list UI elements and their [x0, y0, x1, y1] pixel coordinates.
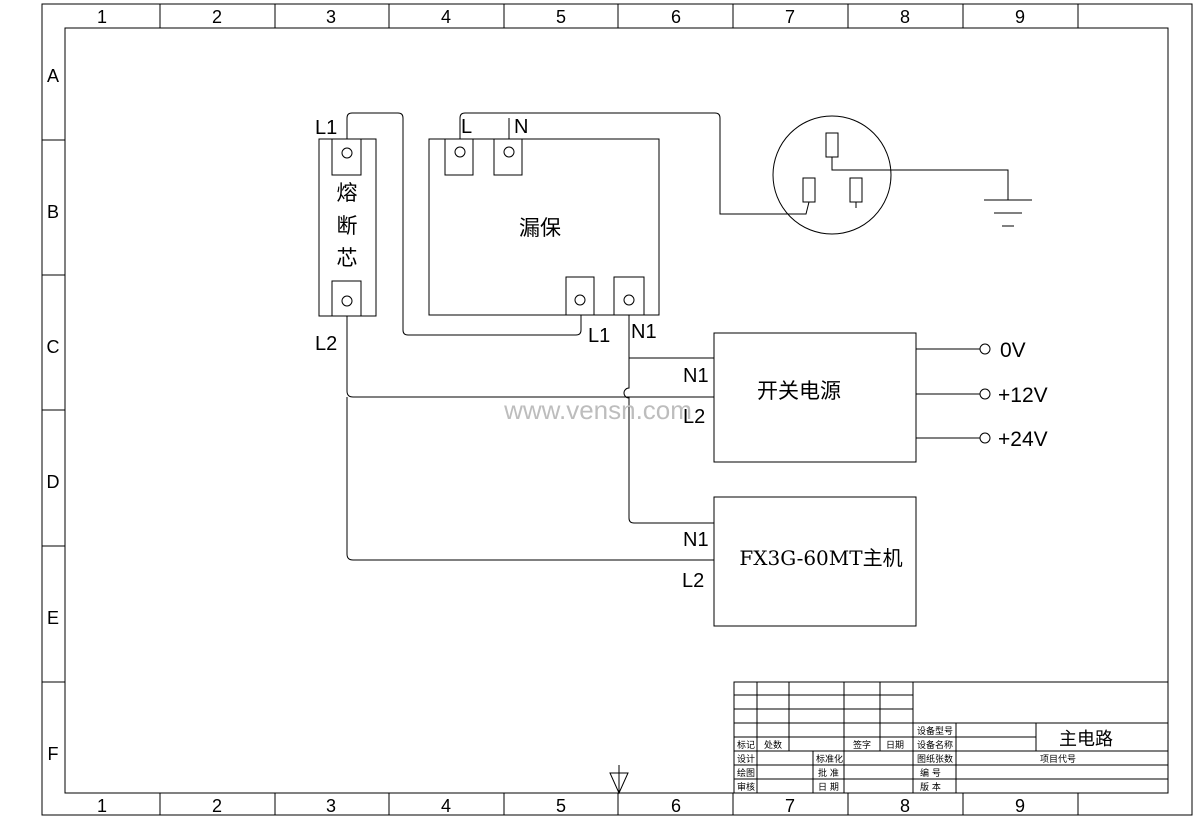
- col-label: 5: [556, 7, 566, 27]
- title-block: [733, 681, 1169, 794]
- row-label: D: [47, 472, 60, 492]
- tb-marker: 标记: [737, 739, 755, 751]
- col-label: 2: [212, 7, 222, 27]
- center-marker: [609, 765, 629, 795]
- plc-block: [713, 496, 917, 627]
- plc-terminal-l2: L2: [682, 570, 704, 592]
- plc-terminal-n1: N1: [683, 529, 709, 551]
- title-block-text: 标记 处数 签字 日期 设计 标准化 绘图 批 准 审核 日 期 设备型号 设备…: [737, 725, 1076, 793]
- col-label: 7: [785, 796, 795, 816]
- col-label: 3: [326, 7, 336, 27]
- row-label: E: [47, 608, 59, 628]
- leakage-breaker-label: 漏保: [519, 216, 561, 240]
- col-label: 1: [97, 7, 107, 27]
- wiring: [346, 112, 1009, 561]
- col-label: 8: [900, 7, 910, 27]
- psu-output-0v: 0V: [1000, 339, 1026, 362]
- fuse-terminal-l2: L2: [315, 333, 337, 355]
- breaker-terminal-l: L: [461, 116, 472, 138]
- column-labels-bottom: 1 2 3 4 5 6 7 8 9: [97, 796, 1025, 816]
- fuse-label-char: 熔: [337, 181, 358, 205]
- col-label: 1: [97, 796, 107, 816]
- col-label: 3: [326, 796, 336, 816]
- psu-terminal-l2: L2: [683, 406, 705, 428]
- tb-sign: 签字: [853, 739, 871, 751]
- tb-count: 处数: [764, 739, 782, 751]
- fuse-terminal-l1: L1: [315, 117, 337, 139]
- breaker-terminal-l1: L1: [588, 325, 610, 347]
- fuse-label: 熔 断 芯: [337, 181, 358, 270]
- col-label: 6: [671, 796, 681, 816]
- row-label: A: [47, 66, 59, 86]
- col-label: 8: [900, 796, 910, 816]
- breaker-terminal-n1: N1: [631, 321, 657, 343]
- col-label: 6: [671, 7, 681, 27]
- col-label: 9: [1015, 796, 1025, 816]
- col-label: 4: [441, 796, 451, 816]
- ground-icon: [984, 199, 1032, 227]
- tb-drawing-qty: 图纸张数: [917, 753, 953, 765]
- plc-label: FX3G-60MT主机: [739, 546, 902, 570]
- column-labels-top: 1 2 3 4 5 6 7 8 9: [97, 7, 1025, 27]
- psu-output-12v: +12V: [998, 384, 1048, 407]
- fuse-label-char: 芯: [337, 246, 358, 270]
- tb-design: 设计: [737, 753, 755, 765]
- row-label: F: [48, 744, 59, 764]
- row-label: C: [47, 337, 60, 357]
- tb-date-col: 日期: [886, 740, 904, 751]
- tb-version: 版 本: [920, 781, 941, 793]
- col-label: 2: [212, 796, 222, 816]
- drawing-title: 主电路: [1059, 729, 1113, 750]
- tb-serial-no: 编 号: [920, 767, 941, 779]
- tb-review: 审核: [737, 781, 755, 793]
- col-label: 5: [556, 796, 566, 816]
- fuse-label-char: 断: [337, 214, 358, 238]
- breaker-terminal-n: N: [514, 116, 528, 138]
- drawing-frame: [41, 3, 1193, 816]
- tb-equip-model: 设备型号: [917, 725, 953, 737]
- tb-draw: 绘图: [737, 767, 755, 779]
- psu-label: 开关电源: [757, 379, 841, 403]
- psu-output-terminals: [916, 343, 991, 444]
- col-label: 7: [785, 7, 795, 27]
- col-label: 9: [1015, 7, 1025, 27]
- watermark: www.vensn.com: [503, 395, 692, 425]
- leakage-breaker-block: [428, 138, 660, 316]
- socket-symbol: [772, 115, 892, 235]
- tb-date: 日 期: [818, 782, 839, 793]
- tb-approve: 批 准: [818, 767, 839, 779]
- row-labels: A B C D E F: [47, 66, 60, 764]
- tb-project-code: 项目代号: [1040, 754, 1076, 765]
- row-label: B: [47, 202, 59, 222]
- psu-terminal-n1: N1: [683, 365, 709, 387]
- psu-output-24v: +24V: [998, 428, 1048, 451]
- tb-standardize: 标准化: [816, 753, 843, 765]
- col-label: 4: [441, 7, 451, 27]
- tb-equip-name: 设备名称: [917, 739, 953, 751]
